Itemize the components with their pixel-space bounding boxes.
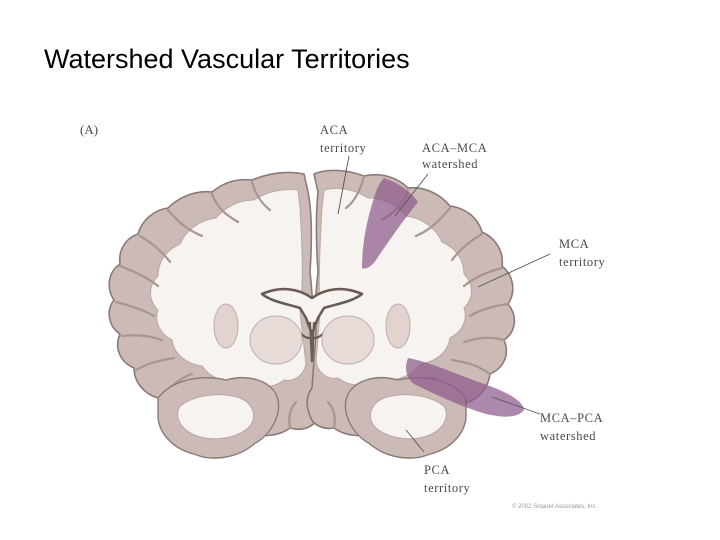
left-thalamus xyxy=(249,315,303,365)
left-putamen xyxy=(213,303,239,349)
aca-mca-watershed-zone xyxy=(362,178,418,269)
brain-diagram: (A) ACA territory ACA–MCA watershed MCA … xyxy=(80,122,606,510)
pca-leader-line xyxy=(405,429,425,453)
right-temporal-white xyxy=(369,394,447,440)
lateral-ventricles xyxy=(260,287,364,336)
pca-territory-label: PCA territory xyxy=(424,463,471,495)
aca-mca-watershed-label: ACA–MCA watershed xyxy=(422,141,490,171)
brain-coronal-figure: (A) ACA territory ACA–MCA watershed MCA … xyxy=(62,112,662,522)
panel-label: (A) xyxy=(80,122,98,137)
left-temporal-white xyxy=(177,394,255,440)
slide-title: Watershed Vascular Territories xyxy=(44,44,410,74)
aca-mca-leader-line xyxy=(394,173,429,217)
mca-pca-watershed-label: MCA–PCA watershed xyxy=(540,411,606,443)
copyright-notice: © 2002 Sinauer Associates, Inc. xyxy=(512,503,597,510)
aca-territory-label: ACA territory xyxy=(320,123,367,155)
mca-pca-leader-line xyxy=(491,396,541,415)
mca-leader-line xyxy=(477,253,551,288)
mca-territory-label: MCA territory xyxy=(559,237,606,269)
aca-leader-line xyxy=(337,155,350,215)
mca-pca-watershed-zone xyxy=(406,358,524,417)
right-thalamus xyxy=(321,315,375,365)
right-putamen xyxy=(385,303,411,349)
